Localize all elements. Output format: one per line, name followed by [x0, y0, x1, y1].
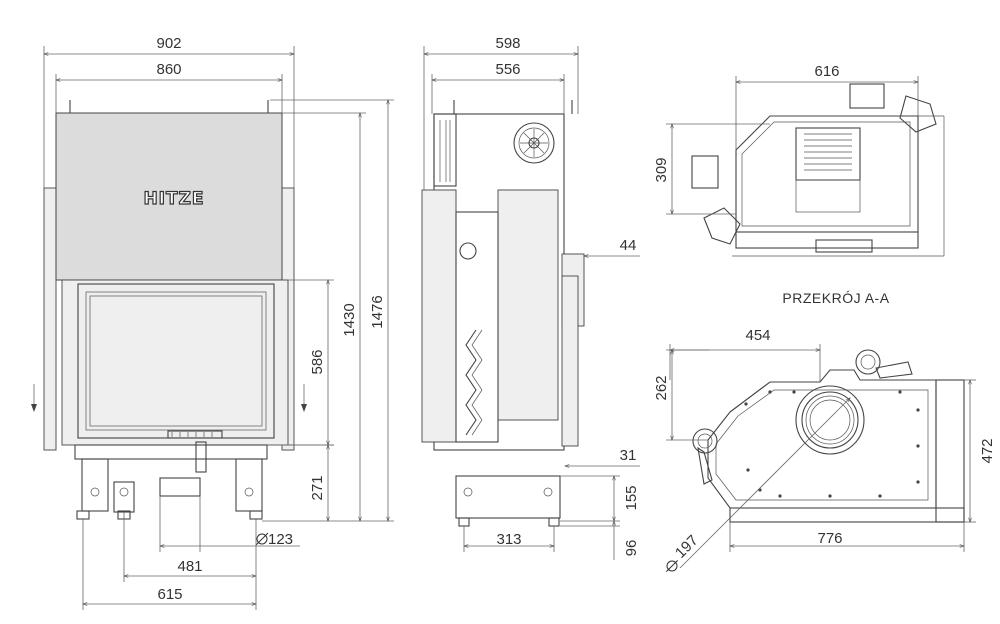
side-view: 598 556 44 31 155 96 313 [421, 35, 640, 560]
front-dimensions: 902 860 1476 1430 586 271 123 [44, 35, 394, 610]
section-side-blower [692, 428, 718, 454]
dim-side-leg-height: 96 [623, 540, 640, 557]
dim-side-width-outer: 598 [495, 35, 520, 52]
front-hood [55, 112, 283, 281]
section-label: PRZEKRÓJ A-A [782, 290, 889, 306]
dim-side-leg-span: 313 [496, 531, 521, 548]
side-base [455, 475, 561, 519]
front-left-leg [81, 458, 109, 512]
dim-front-height-total: 1476 [369, 295, 386, 328]
dim-section-duct-diameter: 197 [672, 532, 702, 562]
top-grate [795, 127, 861, 181]
side-dimensions: 598 556 44 31 155 96 313 [424, 35, 640, 560]
side-blower-wheel [513, 122, 555, 164]
section-top-blower [855, 349, 881, 375]
dim-side-offset: 31 [620, 447, 637, 464]
top-blower-housing [849, 83, 885, 109]
section-view: 454 262 472 776 197 [653, 327, 996, 573]
front-door-handle [167, 430, 223, 439]
dim-front-width-outer: 902 [156, 35, 181, 52]
dim-section-offset: 454 [745, 327, 770, 344]
side-front-frame [421, 189, 457, 443]
dim-front-leg-span: 481 [177, 558, 202, 575]
dim-top-depth: 309 [653, 157, 670, 182]
top-side-blower [691, 155, 719, 189]
dim-side-frame: 44 [620, 237, 637, 254]
top-dimensions: 616 309 [653, 63, 918, 214]
dim-front-width-inner: 860 [156, 61, 181, 78]
brand-logo: HITZE [143, 189, 204, 209]
front-left-side-panel [43, 187, 57, 451]
section-central-duct [795, 385, 865, 455]
side-baffle [465, 329, 477, 436]
top-view: 616 309 [653, 63, 945, 257]
dim-side-foot-height: 155 [623, 485, 640, 510]
front-door-frame [61, 279, 289, 446]
dim-top-width: 616 [814, 63, 839, 80]
dim-section-depth: 472 [979, 438, 996, 463]
dim-side-width-inner: 556 [495, 61, 520, 78]
dim-front-door-height: 586 [309, 349, 326, 374]
dim-section-height: 262 [653, 375, 670, 400]
front-air-inlet [159, 477, 201, 497]
section-rear-flange [935, 379, 965, 523]
section-body-outline [707, 369, 937, 509]
dim-front-base-width: 615 [157, 586, 182, 603]
side-rear-panel [497, 189, 559, 421]
dim-front-height-body: 1430 [341, 303, 358, 336]
section-dimensions: 454 262 472 776 197 [653, 327, 996, 573]
dim-front-base-height: 271 [309, 475, 326, 500]
dim-front-flue-diameter: 123 [268, 531, 293, 548]
dim-section-width: 776 [817, 530, 842, 547]
front-base-plate [74, 444, 268, 460]
front-right-leg [235, 458, 263, 512]
top-body-outline [735, 115, 919, 233]
front-view: HITZE 902 [31, 35, 394, 610]
